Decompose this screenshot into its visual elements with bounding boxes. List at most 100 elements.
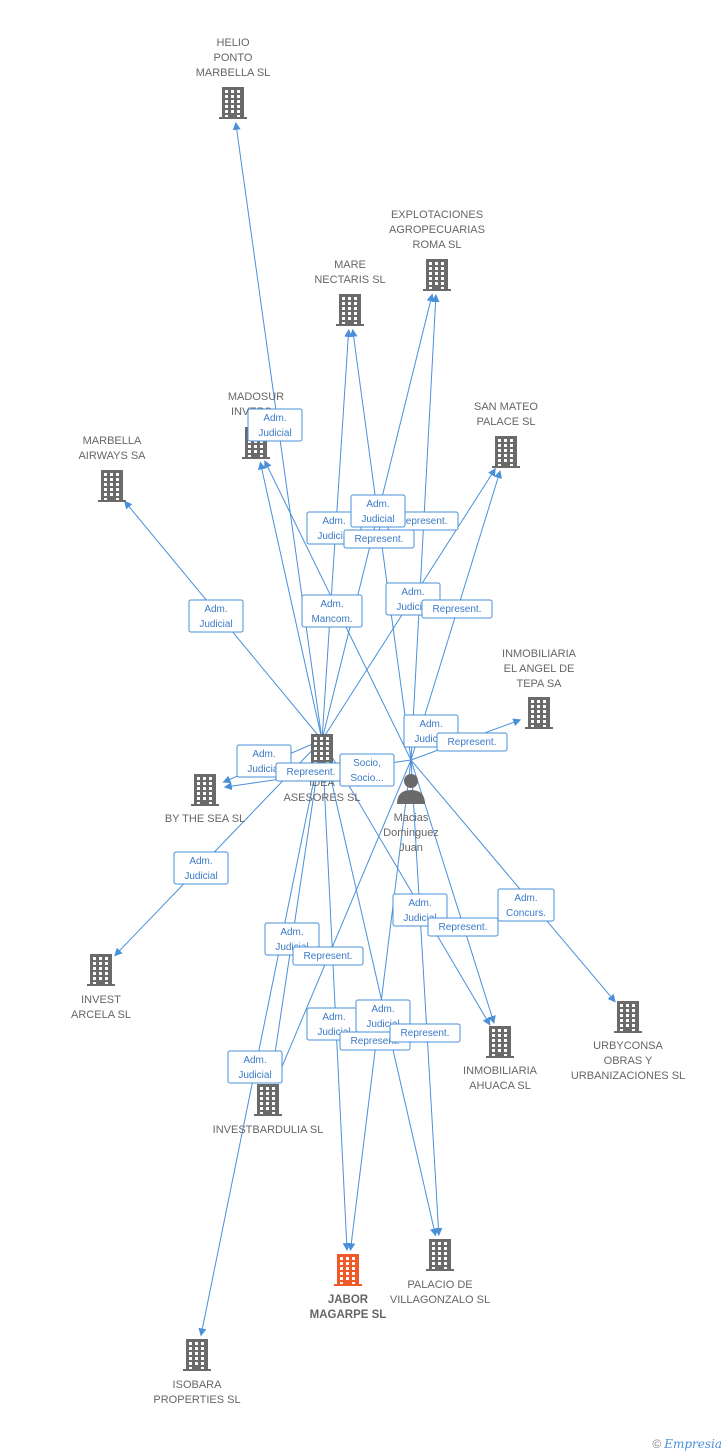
node-label-line: NECTARIS SL [314,274,385,286]
node-label-line: MARBELLA SL [196,67,271,79]
edge-label-text: Judicial [199,619,232,630]
edge-idea-to-investbardulia [268,739,323,1082]
edge-label[interactable]: Represent. [343,529,415,549]
building-icon [191,774,219,806]
edge-label[interactable]: Adm.Judicial [350,494,406,528]
node-investbardulia[interactable]: INVESTBARDULIA SL [213,1084,324,1136]
edge-label[interactable]: Represent. [275,762,347,782]
node-label-line: MADOSUR [228,391,284,403]
node-label-line: PALACE SL [476,416,535,428]
edge-macias-to-palacio [410,759,443,1237]
edge-label[interactable]: Represent. [427,917,499,937]
node-label-line: MAGARPE SL [310,1309,387,1321]
edge-label-box [301,594,363,628]
edge-label-text: Adm. [419,719,442,730]
node-label-line: PONTO [214,52,253,64]
edge-label[interactable]: Represent. [436,732,508,752]
edge-idea-to-madosur [257,461,323,741]
edge-label-box [350,494,406,528]
brand-logo-text: Empresia [664,1437,722,1451]
edge-label[interactable]: Socio,Socio... [339,753,395,787]
edge-label[interactable]: Adm. Judicial [173,851,229,885]
node-label-line: INMOBILIARIA [463,1065,538,1077]
node-label-line: SAN MATEO [474,401,538,413]
nodes-layer: HELIO PONTO MARBELLA SL EXPLOTACIONESAGROPE… [71,37,685,1406]
edge-label-box [343,529,415,549]
edge-label[interactable]: Represent. [421,599,493,619]
edge-label-text: Represent. [399,516,448,527]
building-icon [492,436,520,468]
node-label-line: VILLAGONZALO SL [390,1294,490,1306]
node-label-line: Dominguez [383,827,439,839]
edge-label-text: Judicial [247,764,280,775]
edge-label-text: Adm. [243,1055,266,1066]
node-label-line: ARCELA SL [71,1009,131,1021]
node-label-line: ISOBARA [173,1379,223,1391]
edge-idea-to-isobara [198,739,323,1337]
edge-label-text: Adm. [189,856,212,867]
node-jabor[interactable]: JABOR MAGARPE SL [310,1254,387,1321]
edge-label-text: Concurs. [506,908,546,919]
edge-label[interactable]: Adm.Judicial [247,408,303,442]
edge-label-text: Represent. [304,951,353,962]
node-label-line: JABOR [328,1294,369,1306]
node-label-line: AGROPECUARIAS [389,224,485,236]
edge-label-text: Adm. [401,587,424,598]
edge-label-box [421,599,493,619]
node-bythesea[interactable]: BY THE SEA SL [165,774,245,825]
building-icon [183,1339,211,1371]
edge-label-box [389,1023,461,1043]
node-label-line: INVEST [81,994,121,1006]
node-label-line: ASESORES SL [283,792,360,804]
edge-label-text: Judicial [396,602,429,613]
node-label-line: URBYCONSA [593,1040,663,1052]
edge-label-text: Adm. [514,893,537,904]
building-icon [426,1239,454,1271]
edge-label[interactable]: Adm.Judicial [227,1050,283,1084]
building-icon [219,87,247,119]
edge-idea-to-jabor [321,739,351,1252]
edge-label-text: Judicial [184,871,217,882]
edge-label-text: Adm. [263,413,286,424]
edge-label-text: Represent. [448,737,497,748]
edge-label-text: Represent. [355,534,404,545]
edge-label-text: Adm. [252,749,275,760]
node-label-line: BY THE SEA SL [165,813,245,825]
edge-label-text: Judicial [317,1027,350,1038]
node-sanmateo[interactable]: SAN MATEO PALACE SL [474,401,538,468]
edge-label-text: Represent. [351,1036,400,1047]
node-invest[interactable]: INVEST ARCELA SL [71,954,131,1021]
edge-label[interactable]: Adm.Judicial [188,599,244,633]
building-icon [87,954,115,986]
node-label-line: EL ANGEL DE [504,663,575,675]
node-helio[interactable]: HELIO PONTO MARBELLA SL [196,37,271,119]
edge-label[interactable]: Adm. Concurs. [497,888,555,922]
edge-label-text: Represent. [433,604,482,615]
edge-idea-to-ahuaca [321,739,491,1026]
edge-label-text: Represent. [401,1028,450,1039]
edge-label-box [247,408,303,442]
edge-label-box [436,732,508,752]
node-label-line: MARBELLA [83,435,142,447]
node-label-line: HELIO [216,37,249,49]
edge-label-text: Adm. [366,499,389,510]
edge-label[interactable]: Represent. [389,1023,461,1043]
edge-label-text: Socio... [350,773,383,784]
edge-label[interactable]: Represent. [292,946,364,966]
edges-layer [114,121,616,1337]
edge-label[interactable]: Adm.Mancom. [301,594,363,628]
building-icon [98,470,126,502]
building-icon [308,734,336,766]
